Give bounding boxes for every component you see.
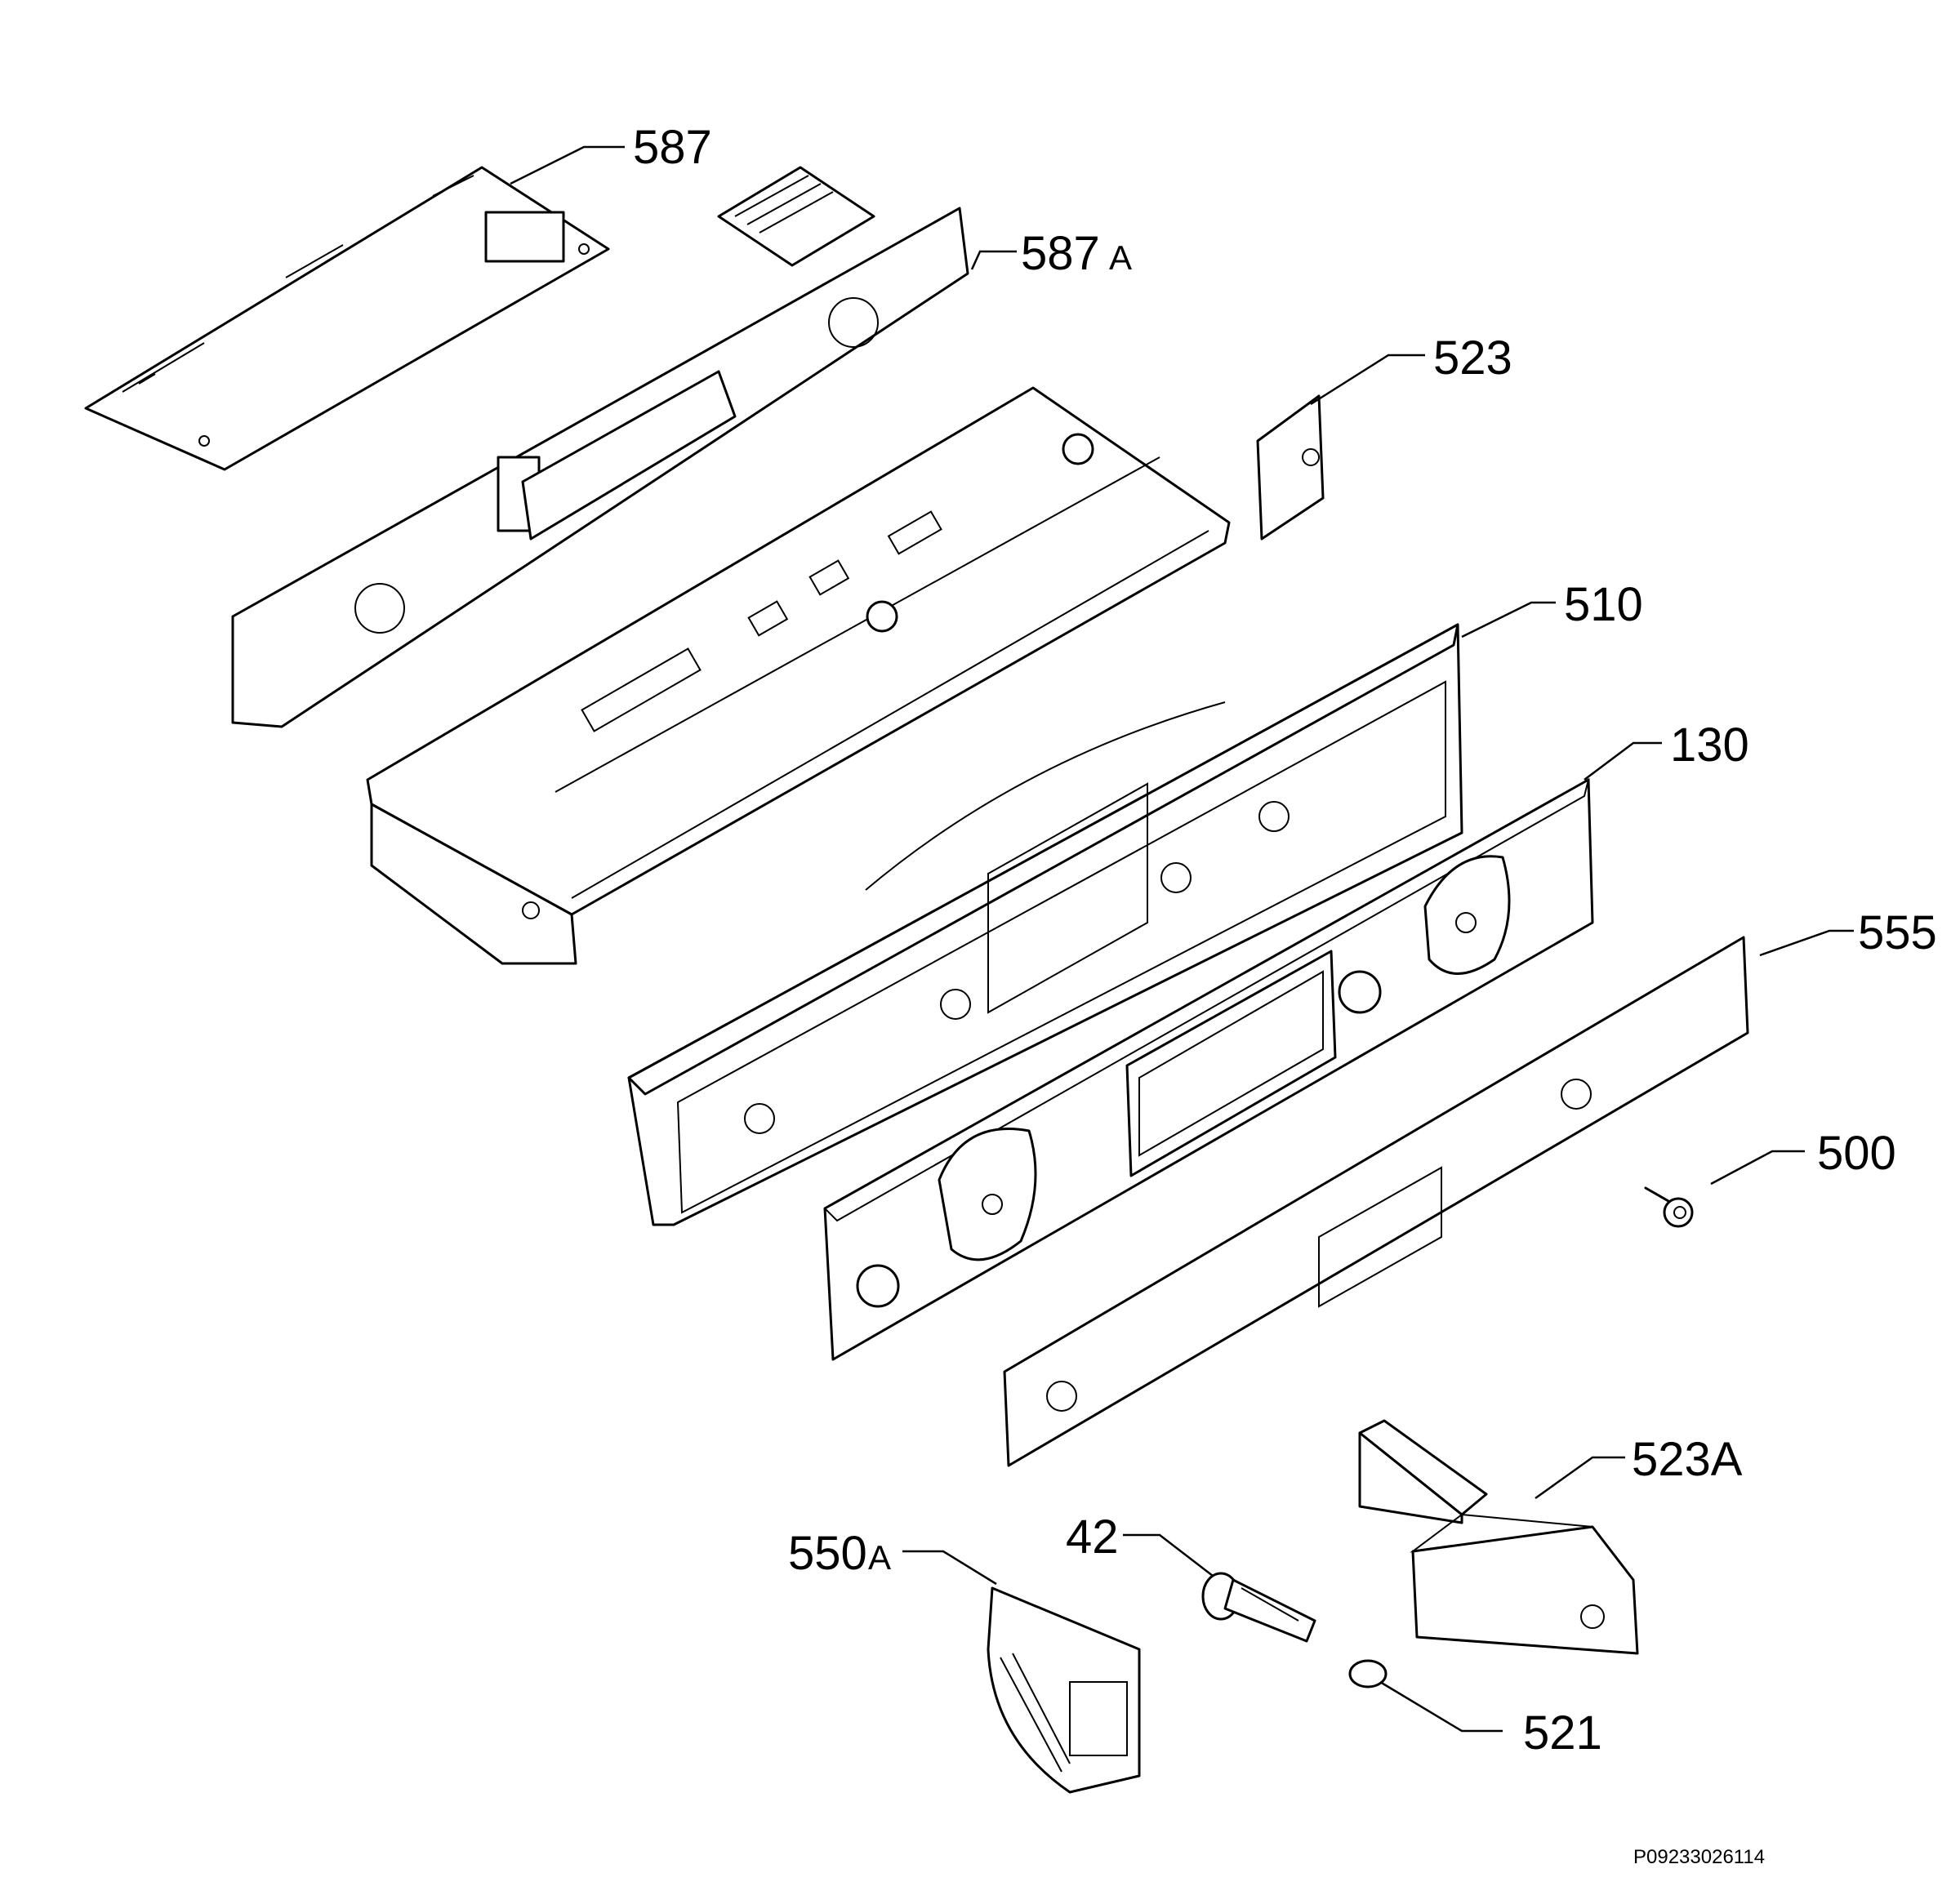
part-523-housing-tray bbox=[366, 386, 1325, 965]
leader-130 bbox=[1584, 741, 1662, 781]
part-500-screw bbox=[1644, 1186, 1694, 1228]
part-550a-end-cap bbox=[987, 1586, 1141, 1794]
callout-130: 130 bbox=[1670, 719, 1749, 772]
callout-587: 587 bbox=[633, 121, 712, 174]
callout-labels: 587 587 A 523 510 130 555 500 523A 550 A… bbox=[633, 121, 1937, 1760]
callout-500: 500 bbox=[1817, 1127, 1896, 1180]
leader-lines bbox=[510, 145, 1854, 1733]
callout-550a-suffix: A bbox=[868, 1538, 891, 1577]
leader-555 bbox=[1759, 929, 1854, 957]
document-code: P09233026114 bbox=[1633, 1846, 1765, 1868]
leader-500 bbox=[1710, 1150, 1805, 1186]
callout-510: 510 bbox=[1564, 578, 1643, 631]
part-521-o-ring bbox=[1348, 1659, 1388, 1688]
leader-521 bbox=[1379, 1680, 1503, 1733]
leader-587a bbox=[970, 250, 1017, 270]
part-523a-end-cap bbox=[1358, 1419, 1639, 1655]
callout-587a-suffix: A bbox=[1109, 238, 1132, 277]
leader-587 bbox=[510, 145, 625, 185]
part-587a-electronics-frame bbox=[231, 166, 969, 728]
part-510-panel-frame bbox=[627, 623, 1463, 1226]
callout-523: 523 bbox=[1433, 331, 1512, 385]
part-555-decor-strip bbox=[1003, 936, 1749, 1467]
leader-510 bbox=[1461, 601, 1556, 638]
callout-523a: 523A bbox=[1632, 1433, 1743, 1486]
leader-550a bbox=[902, 1550, 997, 1586]
callout-550a: 550 bbox=[788, 1527, 867, 1580]
part-587-circuit-board bbox=[84, 166, 610, 471]
callout-555: 555 bbox=[1858, 906, 1937, 959]
callout-521: 521 bbox=[1523, 1706, 1602, 1760]
leader-523a bbox=[1535, 1456, 1625, 1500]
part-130-front-panel bbox=[823, 777, 1594, 1361]
callout-587a: 587 bbox=[1021, 227, 1100, 280]
callout-42: 42 bbox=[1066, 1510, 1119, 1564]
leader-523 bbox=[1310, 354, 1425, 406]
leader-42 bbox=[1123, 1533, 1214, 1577]
part-42-lamp-holder bbox=[1201, 1572, 1316, 1643]
